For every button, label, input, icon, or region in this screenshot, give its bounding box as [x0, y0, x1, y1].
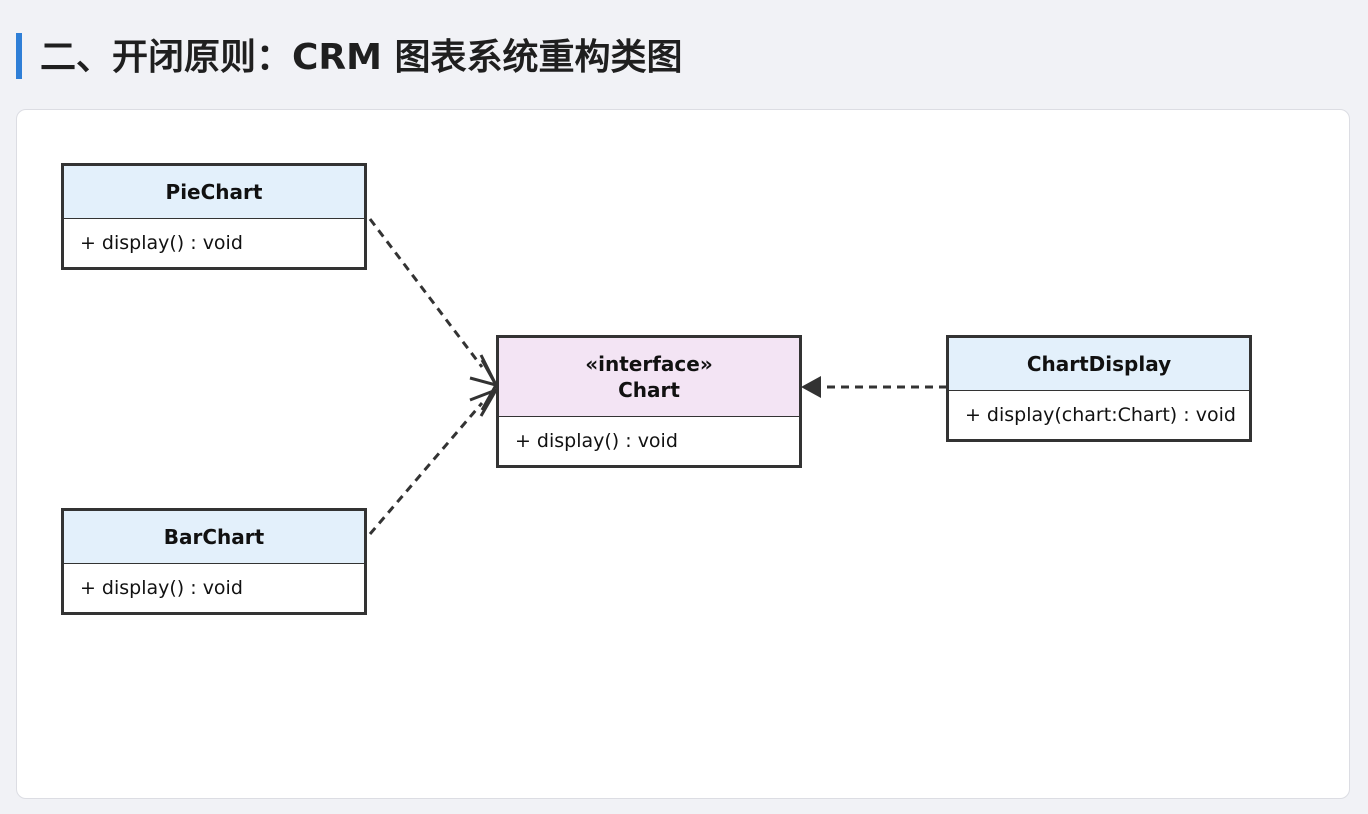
class-method: + display() : void — [64, 219, 364, 267]
interface-chart[interactable]: «interface» Chart + display() : void — [496, 335, 802, 468]
class-name: BarChart — [163, 525, 265, 549]
class-header: PieChart — [64, 166, 364, 219]
class-header: BarChart — [64, 511, 364, 564]
class-method: + display() : void — [64, 564, 364, 612]
visibility-public: + — [80, 232, 96, 254]
visibility-public: + — [80, 577, 96, 599]
class-piechart[interactable]: PieChart + display() : void — [61, 163, 367, 270]
class-barchart[interactable]: BarChart + display() : void — [61, 508, 367, 615]
interface-method: + display() : void — [499, 417, 799, 465]
method-signature: display() : void — [101, 577, 243, 599]
visibility-public: + — [515, 430, 531, 452]
method-signature: display(chart:Chart) : void — [986, 404, 1236, 426]
class-chartdisplay[interactable]: ChartDisplay + display(chart:Chart) : vo… — [946, 335, 1252, 442]
interface-name: Chart — [618, 378, 680, 402]
interface-stereotype: «interface» — [585, 352, 713, 376]
method-signature: display() : void — [101, 232, 243, 254]
page-title: 二、开闭原则：CRM 图表系统重构类图 — [40, 37, 683, 78]
class-header: ChartDisplay — [949, 338, 1249, 391]
interface-header: «interface» Chart — [499, 338, 799, 417]
method-signature: display() : void — [536, 430, 678, 452]
class-name: PieChart — [165, 180, 263, 204]
title-accent-bar — [16, 33, 22, 79]
class-method: + display(chart:Chart) : void — [949, 391, 1249, 439]
class-name: ChartDisplay — [1026, 352, 1172, 376]
visibility-public: + — [965, 404, 981, 426]
